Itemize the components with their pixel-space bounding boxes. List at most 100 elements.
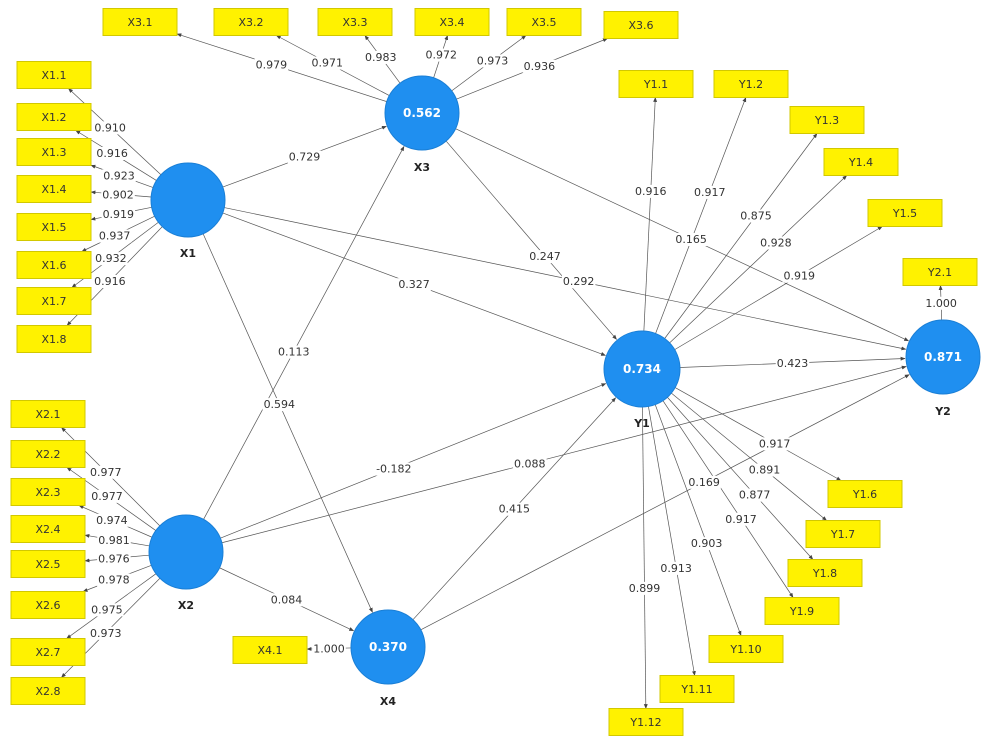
path-coef-x2-x3: 0.113 xyxy=(278,346,310,359)
indicator-box xyxy=(10,591,86,619)
indicator-y2-1[interactable]: Y2.1 xyxy=(902,258,978,286)
latent-name: X1 xyxy=(180,247,196,260)
loading-label-x4-1: 1.000 xyxy=(313,642,345,655)
indicator-x2-3[interactable]: X2.3 xyxy=(10,478,86,506)
loading-label-x2-2-bg xyxy=(90,489,124,503)
indicator-box xyxy=(10,638,86,666)
path-coef-y1-y2-bg xyxy=(775,357,810,370)
indicator-label: X2.2 xyxy=(35,448,60,461)
indicator-y1-9[interactable]: Y1.9 xyxy=(764,597,840,625)
indicator-x1-8[interactable]: X1.8 xyxy=(16,325,92,353)
path-coef-x2-y1-bg xyxy=(375,462,413,476)
indicator-x1-1[interactable]: X1.1 xyxy=(16,61,92,89)
indicator-y1-10[interactable]: Y1.10 xyxy=(708,635,784,663)
indicator-x1-4[interactable]: X1.4 xyxy=(16,175,92,203)
indicator-y1-2[interactable]: Y1.2 xyxy=(713,70,789,98)
indicator-x1-6[interactable]: X1.6 xyxy=(16,251,92,279)
weight-labels-layer: 0.9100.9160.9230.9020.9190.9370.9320.916… xyxy=(88,48,958,656)
indicator-x3-2[interactable]: X3.2 xyxy=(213,8,289,36)
indicator-label: Y1.6 xyxy=(852,488,877,501)
latent-x2[interactable]: X2 xyxy=(148,514,224,612)
loading-label-y1-10: 0.903 xyxy=(691,537,723,550)
path-x4-to-y2 xyxy=(420,374,910,631)
indicator-x1-2[interactable]: X1.2 xyxy=(16,103,92,131)
indicator-x2-8[interactable]: X2.8 xyxy=(10,677,86,705)
indicator-label: X2.6 xyxy=(35,599,60,612)
loading-label-y1-11-bg xyxy=(659,561,693,575)
latent-x1[interactable]: X1 xyxy=(150,162,226,260)
path-coef-x1-y1-bg xyxy=(397,278,431,292)
indicator-y1-3[interactable]: Y1.3 xyxy=(789,106,865,134)
indicator-x3-4[interactable]: X3.4 xyxy=(414,8,490,36)
indicator-x2-6[interactable]: X2.6 xyxy=(10,591,86,619)
indicator-x1-7[interactable]: X1.7 xyxy=(16,287,92,315)
indicator-box xyxy=(708,635,784,663)
indicator-x3-1[interactable]: X3.1 xyxy=(102,8,178,36)
loading-arrow-y1-7 xyxy=(671,392,827,521)
r-squared-value: 0.871 xyxy=(924,350,962,364)
loading-arrow-y1-6 xyxy=(674,387,842,481)
indicator-x3-6[interactable]: X3.6 xyxy=(603,11,679,39)
indicator-y1-12[interactable]: Y1.12 xyxy=(608,708,684,736)
loading-label-y1-10-bg xyxy=(689,537,724,551)
indicator-label: X3.3 xyxy=(342,16,367,29)
loading-label-y1-1-bg xyxy=(633,184,668,198)
path-coef-x3-y1: 0.247 xyxy=(529,250,561,263)
indicator-x2-1[interactable]: X2.1 xyxy=(10,400,86,428)
path-coef-y1-y2: 0.423 xyxy=(777,357,809,370)
path-coef-x2-y1: -0.182 xyxy=(376,463,411,476)
indicator-box xyxy=(213,8,289,36)
indicator-y1-4[interactable]: Y1.4 xyxy=(823,148,899,176)
path-coef-x1-y2: 0.292 xyxy=(563,275,595,288)
indicator-x2-2[interactable]: X2.2 xyxy=(10,440,86,468)
indicator-x3-3[interactable]: X3.3 xyxy=(317,8,393,36)
loading-arrow-y1-11 xyxy=(648,406,696,676)
path-coef-x2-x4: 0.084 xyxy=(271,593,303,606)
loading-label-y1-11: 0.913 xyxy=(660,562,692,575)
path-coef-x2-x4-bg xyxy=(269,593,304,607)
indicator-x2-5[interactable]: X2.5 xyxy=(10,550,86,578)
indicator-y1-5[interactable]: Y1.5 xyxy=(867,199,943,227)
loading-label-x3-3: 0.983 xyxy=(365,51,397,64)
loading-label-y2-1-bg xyxy=(924,296,958,310)
path-coef-x1-x3: 0.729 xyxy=(289,151,321,164)
loading-label-y1-8-bg xyxy=(737,488,772,502)
indicator-label: Y1.4 xyxy=(848,156,873,169)
indicator-y1-11[interactable]: Y1.11 xyxy=(659,675,735,703)
loading-label-x3-1-bg xyxy=(254,58,289,72)
indicator-x1-3[interactable]: X1.3 xyxy=(16,138,92,166)
indicator-label: X2.4 xyxy=(35,523,60,536)
path-coef-x2-y2: 0.088 xyxy=(514,457,546,470)
loading-label-x3-2-bg xyxy=(310,56,344,70)
indicator-y1-7[interactable]: Y1.7 xyxy=(805,520,881,548)
indicator-y1-8[interactable]: Y1.8 xyxy=(787,559,863,587)
loading-label-y1-5: 0.919 xyxy=(783,270,815,283)
indicator-label: X1.8 xyxy=(41,333,66,346)
indicator-y1-6[interactable]: Y1.6 xyxy=(827,480,903,508)
indicator-x2-4[interactable]: X2.4 xyxy=(10,515,86,543)
indicator-x3-5[interactable]: X3.5 xyxy=(506,8,582,36)
indicator-label: X2.7 xyxy=(35,646,60,659)
indicator-x1-5[interactable]: X1.5 xyxy=(16,213,92,241)
indicator-box xyxy=(16,251,92,279)
indicator-box xyxy=(16,287,92,315)
indicator-box xyxy=(823,148,899,176)
path-coef-x3-y2-bg xyxy=(674,233,708,247)
indicator-label: X3.6 xyxy=(628,19,653,32)
loading-label-x2-7: 0.975 xyxy=(91,603,123,616)
path-x2-to-x3 xyxy=(203,146,405,520)
loading-label-y1-3-bg xyxy=(739,209,773,223)
indicator-y1-1[interactable]: Y1.1 xyxy=(618,70,694,98)
indicator-x4-1[interactable]: X4.1 xyxy=(232,636,308,664)
indicator-box xyxy=(16,103,92,131)
loading-arrow-y1-8 xyxy=(667,397,814,560)
indicator-x2-7[interactable]: X2.7 xyxy=(10,638,86,666)
r-squared-value: 0.734 xyxy=(623,362,661,376)
loading-arrow-y1-10 xyxy=(654,404,742,636)
loading-arrow-y1-12 xyxy=(642,406,648,709)
path-x1-to-x4 xyxy=(202,233,373,613)
